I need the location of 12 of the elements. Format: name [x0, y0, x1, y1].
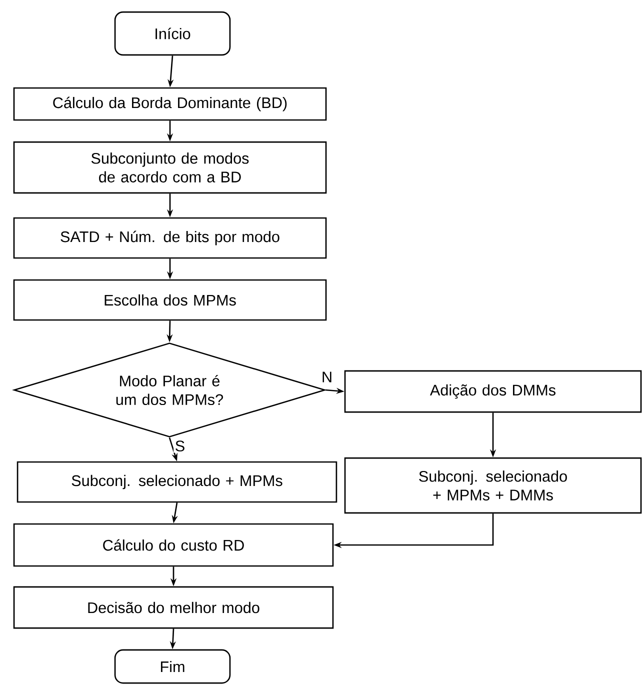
process-box: SATD + Núm. de bits por modo: [13, 217, 327, 259]
process-box: Decisão do melhor modo: [13, 586, 334, 629]
process-box: Cálculo da Borda Dominante (BD): [13, 87, 327, 121]
process-box: Escolha dos MPMs: [13, 279, 327, 321]
process-box: Cálculo do custo RD: [13, 523, 334, 567]
process-box: Subconj. selecionado + MPMs: [16, 461, 338, 503]
process-box: Subconjunto de modos de acordo com a BD: [13, 141, 327, 194]
edge-label: S: [174, 439, 186, 453]
process-box: Adição dos DMMs: [344, 370, 642, 413]
end-terminal: Fim: [114, 649, 231, 684]
process-box: Subconj. selecionado + MPMs + DMMs: [344, 457, 642, 514]
start-terminal: Início: [114, 11, 231, 56]
